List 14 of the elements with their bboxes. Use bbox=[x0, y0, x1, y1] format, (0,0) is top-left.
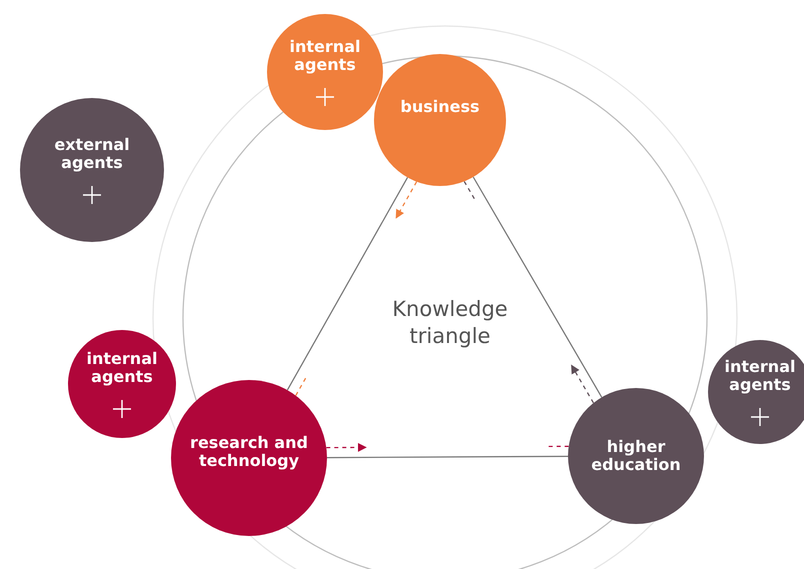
connector-line bbox=[327, 456, 568, 458]
circle-label: internal agents bbox=[86, 350, 158, 386]
circle-label: research and technology bbox=[189, 434, 309, 470]
dashed-arrow bbox=[396, 181, 418, 219]
dashed-arrow bbox=[326, 442, 367, 452]
diagram-label: Knowledge triangle bbox=[391, 296, 509, 350]
circle-label: business bbox=[400, 98, 480, 116]
circle-label: higher education bbox=[590, 438, 682, 474]
circle-label: internal agents bbox=[288, 38, 362, 74]
connector-line bbox=[472, 176, 602, 398]
dashed-arrow bbox=[571, 364, 594, 404]
circle-label: internal agents bbox=[724, 358, 796, 394]
circle-label: external agents bbox=[53, 136, 131, 172]
connector-line bbox=[286, 177, 408, 390]
